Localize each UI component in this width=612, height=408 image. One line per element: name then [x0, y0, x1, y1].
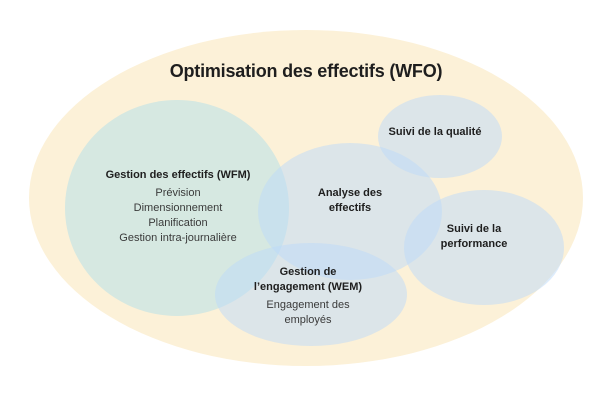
wem-label-block: Gestion de l’engagement (WEM) Engagement…: [243, 265, 373, 328]
qualite-ellipse: [378, 95, 502, 178]
wem-ellipse: [215, 243, 407, 346]
performance-title: Suivi de la performance: [440, 223, 508, 250]
wfm-items: Prévision Dimensionnement Planification …: [68, 186, 288, 246]
performance-label-block: Suivi de la performance: [424, 222, 524, 252]
performance-ellipse: [404, 190, 564, 305]
qualite-label-block: Suivi de la qualité: [373, 125, 497, 140]
wfm-title: Gestion des effectifs (WFM): [105, 169, 251, 181]
wfm-label-block: Gestion des effectifs (WFM) Prévision Di…: [68, 168, 288, 246]
wem-items: Engagement des employés: [247, 298, 369, 328]
wem-title: Gestion de l’engagement (WEM): [253, 266, 363, 293]
wfm-item: Gestion intra-journalière: [119, 232, 237, 244]
analyse-label-block: Analyse des effectifs: [300, 186, 400, 216]
wfm-item: Prévision: [155, 187, 201, 199]
analyse-title: Analyse des effectifs: [317, 187, 383, 214]
qualite-title: Suivi de la qualité: [388, 126, 482, 138]
wfm-item: Planification: [148, 217, 208, 229]
wem-item: Engagement des employés: [266, 299, 350, 326]
wfm-item: Dimensionnement: [133, 202, 223, 214]
diagram-title: Optimisation des effectifs (WFO): [169, 61, 443, 81]
